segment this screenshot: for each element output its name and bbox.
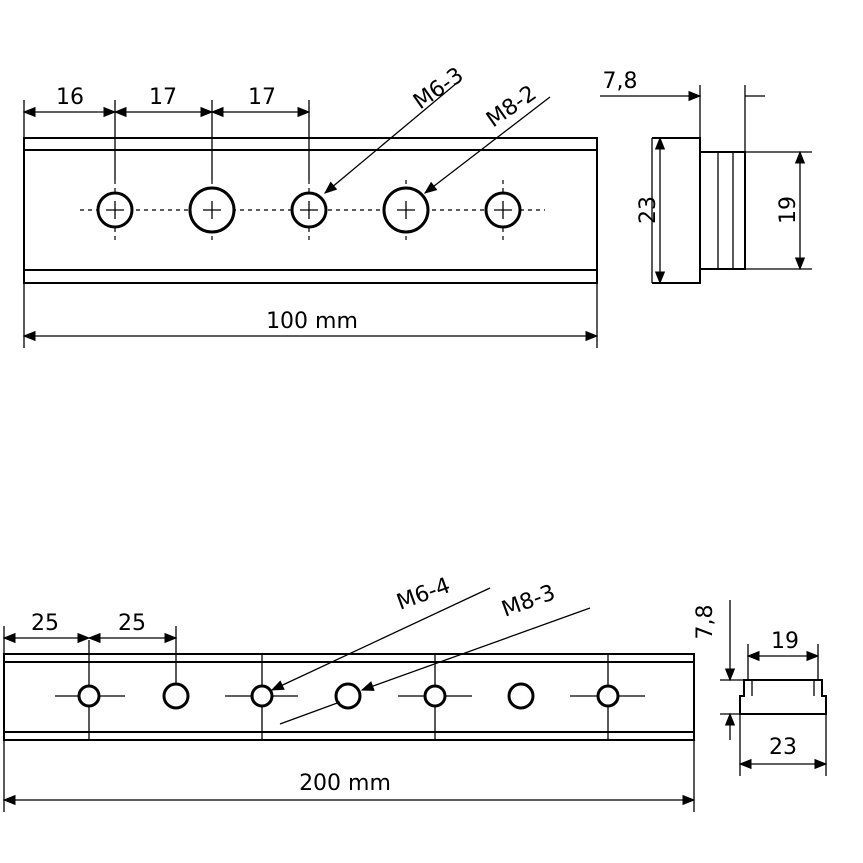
m8-hole — [162, 682, 190, 710]
dim-19-label: 19 — [771, 629, 799, 654]
m8-hole — [507, 682, 535, 710]
m8-leader — [360, 607, 591, 691]
callout-m8-3: M8-3 — [499, 580, 559, 622]
top-spacing-dimensions: 16 17 17 — [22, 85, 311, 180]
callout-m6-3: M6-3 — [409, 63, 468, 115]
top-callouts: M6-3 M8-2 — [324, 63, 551, 194]
top-rail-profile: 19 23 7,8 — [600, 69, 812, 285]
dim-7-8-label: 7,8 — [693, 605, 718, 640]
top-rail-plan-view — [23, 137, 598, 284]
dim-23-label: 23 — [636, 196, 661, 224]
dim-25-label: 25 — [118, 611, 146, 636]
dim-16-label: 16 — [56, 85, 84, 110]
dim-25-label: 25 — [31, 611, 59, 636]
top-rail-outline — [23, 137, 598, 284]
m6-hole — [596, 684, 620, 708]
m6-leader — [324, 81, 459, 194]
bottom-rail-plan-view — [3, 640, 695, 741]
top-length-dimension: 100 mm — [22, 283, 599, 348]
m8-leader — [423, 96, 551, 194]
dim-17-label: 17 — [248, 85, 276, 110]
bottom-profile-outline — [739, 679, 827, 715]
dim-7-8-label: 7,8 — [603, 69, 638, 94]
length-200mm-label: 200 mm — [299, 771, 391, 796]
m6-hole — [423, 684, 447, 708]
callout-m8-2: M8-2 — [482, 81, 541, 133]
bottom-rail-profile: 19 23 7,8 — [693, 600, 828, 776]
bottom-spacing-dimensions: 25 25 — [2, 611, 178, 684]
length-100mm-label: 100 mm — [266, 309, 358, 334]
m6-hole — [250, 684, 274, 708]
dim-17-label: 17 — [149, 85, 177, 110]
bottom-length-dimension: 200 mm — [2, 740, 696, 812]
dim-23-label: 23 — [769, 735, 797, 760]
m8-hole — [334, 682, 362, 710]
m6-leader — [270, 587, 491, 691]
m6-hole — [77, 684, 101, 708]
dim-19-label: 19 — [776, 196, 801, 224]
